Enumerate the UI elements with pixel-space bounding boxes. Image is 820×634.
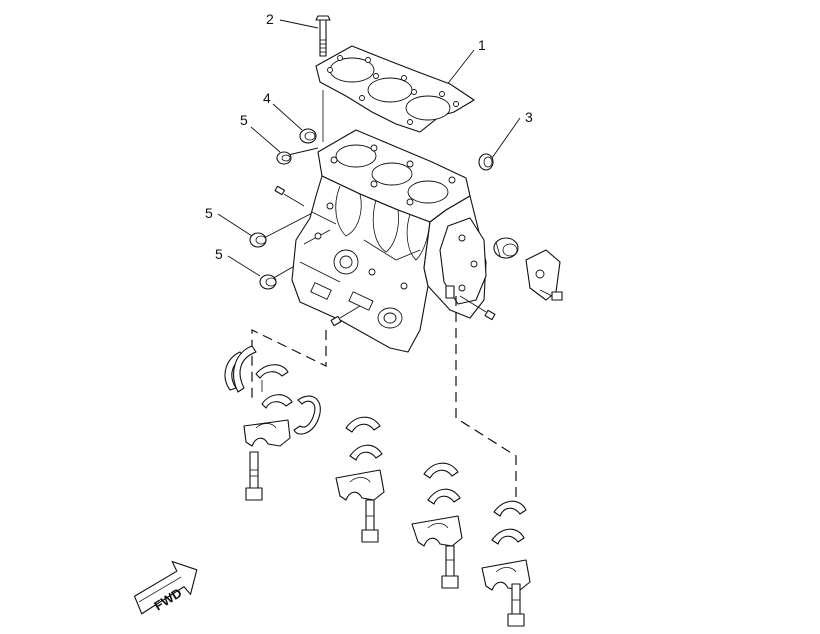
- bearing-shell-2-lower: [349, 444, 383, 461]
- bearing-cap-1: [243, 419, 291, 447]
- plug-item-5-upper: [276, 151, 292, 165]
- bearing-shell-2-upper: [345, 416, 381, 433]
- cylinder-block: [291, 129, 487, 353]
- cap-bolt-4: [507, 583, 525, 627]
- callout-3-label: 3: [525, 109, 533, 125]
- plug-item-5-mid: [249, 232, 267, 248]
- bearing-shell-4-lower: [491, 528, 525, 545]
- bearing-cap-2: [335, 469, 385, 501]
- side-bolt: [459, 295, 496, 321]
- oil-seal: [493, 237, 519, 259]
- callout-5-label-lower: 5: [215, 246, 223, 262]
- head-gasket: [315, 45, 475, 133]
- plug-item-3: [478, 153, 494, 171]
- assembly-dash-lines: [251, 296, 517, 510]
- callout-5-label-upper: 5: [240, 112, 248, 128]
- cap-bolt-3: [441, 545, 459, 589]
- small-bolt-left: [274, 185, 305, 207]
- cap-bolt-2: [361, 499, 379, 543]
- small-bolt-lower: [330, 305, 361, 327]
- head-bolt: [315, 15, 331, 142]
- cap-bolt-1: [245, 451, 263, 501]
- small-fitting: [445, 285, 455, 299]
- bearing-shell-3-lower: [427, 488, 461, 505]
- callout-4-label: 4: [263, 90, 271, 106]
- thrust-washer-left: [224, 345, 257, 393]
- bearing-shell-4-upper: [493, 500, 527, 517]
- callout-5-label-mid: 5: [205, 205, 213, 221]
- thrust-washer-right: [293, 395, 321, 435]
- fwd-direction-arrow: FWD: [133, 560, 198, 615]
- callout-1-label: 1: [478, 37, 486, 53]
- bearing-cap-3: [411, 515, 463, 547]
- callout-2-label: 2: [266, 11, 274, 27]
- bearing-shell-1-upper: [255, 364, 289, 392]
- cover-bolt: [539, 289, 563, 301]
- plug-item-5-lower: [259, 274, 277, 290]
- plug-item-4: [299, 128, 317, 144]
- bearing-cap-4: [481, 559, 531, 591]
- bearing-shell-3-upper: [423, 462, 459, 479]
- bearing-shell-1-lower: [261, 394, 293, 409]
